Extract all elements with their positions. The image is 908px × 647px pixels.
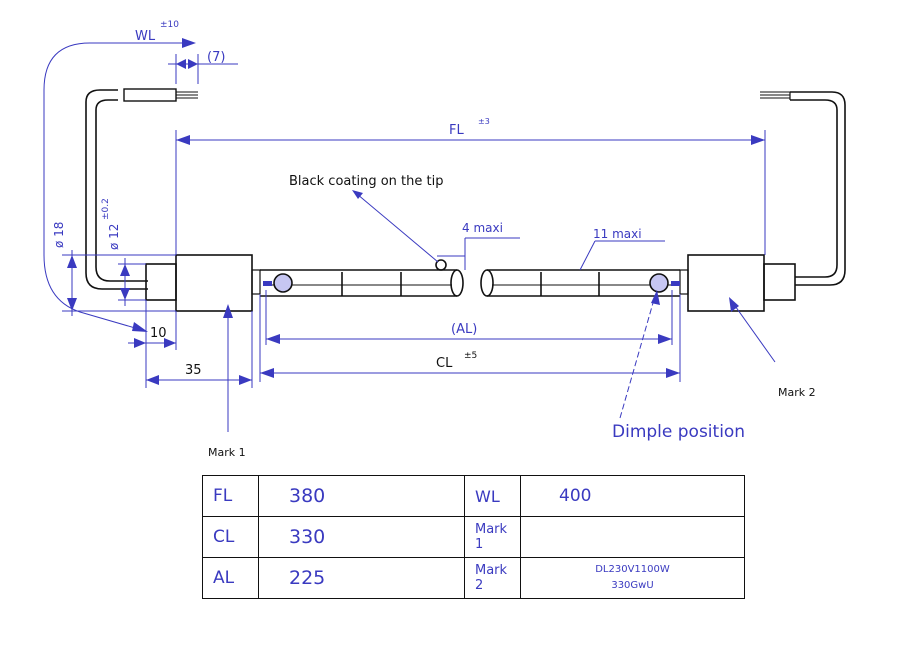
dia18-dimension: ø 18 — [52, 222, 176, 316]
eleven-maxi-callout: 11 maxi — [579, 227, 665, 271]
mark1-label: Mark 1 — [208, 446, 246, 459]
ten-dimension: 10 — [128, 300, 177, 350]
fl-label: FL — [449, 123, 464, 138]
dimple-label: Dimple position — [612, 422, 745, 442]
wl-label: WL — [135, 29, 156, 44]
dia12-dimension: ø 12 ±0.2 — [101, 198, 146, 306]
fl-tolerance: ±3 — [478, 117, 490, 126]
fl-row-value: 380 — [258, 475, 465, 517]
table-row: CL 330 Mark 1 — [202, 516, 745, 558]
cl-label: CL — [436, 356, 453, 371]
left-lead-wire — [85, 88, 198, 290]
quartz-tube-left — [260, 259, 464, 297]
mark1-row-value — [520, 516, 745, 558]
al-row-value: 225 — [258, 557, 465, 599]
mark2-label: Mark 2 — [778, 386, 816, 399]
fl-row-label: FL — [202, 475, 259, 517]
seven-label: (7) — [207, 50, 225, 65]
specification-table: FL 380 WL 400 CL 330 Mark 1 AL 225 Mark … — [202, 475, 745, 599]
wl-tolerance: ±10 — [160, 20, 179, 30]
thirty-five-label: 35 — [185, 363, 202, 378]
table-row: AL 225 Mark 2 DL230V1100W 330GwU — [202, 557, 745, 599]
ten-label: 10 — [150, 326, 167, 341]
right-lead-wire — [760, 91, 846, 286]
four-maxi-label: 4 maxi — [462, 221, 503, 235]
cl-dimension: CL ±5 — [259, 294, 681, 382]
cl-tolerance: ±5 — [464, 351, 477, 361]
wl-row-value: 400 — [520, 475, 745, 517]
al-dimension: (AL) — [265, 290, 673, 345]
thirty-five-dimension: 35 — [145, 311, 253, 388]
dia18-label: ø 18 — [52, 222, 66, 248]
right-end-cap — [679, 254, 796, 312]
cl-row-value: 330 — [258, 516, 465, 558]
four-maxi-callout: 4 maxi — [437, 221, 520, 270]
mark1-callout: Mark 1 — [208, 304, 246, 459]
black-coating-label: Black coating on the tip — [289, 174, 443, 189]
mark1-row-label: Mark 1 — [464, 516, 521, 558]
dia12-label: ø 12 — [107, 224, 121, 250]
mark2-line2: 330GwU — [611, 580, 654, 591]
wl-dimension: WL ±10 — [43, 20, 196, 332]
dia12-tolerance: ±0.2 — [101, 198, 111, 220]
wl-row-label: WL — [464, 475, 521, 517]
eleven-maxi-label: 11 maxi — [593, 227, 642, 241]
dimple-callout: Dimple position — [612, 290, 745, 442]
quartz-tube-right — [480, 269, 680, 297]
al-label: (AL) — [451, 322, 477, 337]
mark2-line1: DL230V1100W — [595, 564, 670, 575]
seven-dimension: (7) — [168, 50, 238, 84]
al-row-label: AL — [202, 557, 259, 599]
lamp-technical-drawing: WL ±10 (7) FL ±3 Black coating on the ti… — [43, 20, 846, 459]
left-end-cap — [145, 254, 261, 312]
mark2-row-value: DL230V1100W 330GwU — [520, 557, 745, 599]
black-coating-callout: Black coating on the tip — [289, 174, 443, 263]
mark2-callout: Mark 2 — [729, 297, 816, 399]
cl-row-label: CL — [202, 516, 259, 558]
fl-dimension: FL ±3 — [175, 117, 766, 255]
mark2-row-label: Mark 2 — [464, 557, 521, 599]
table-row: FL 380 WL 400 — [202, 475, 745, 517]
